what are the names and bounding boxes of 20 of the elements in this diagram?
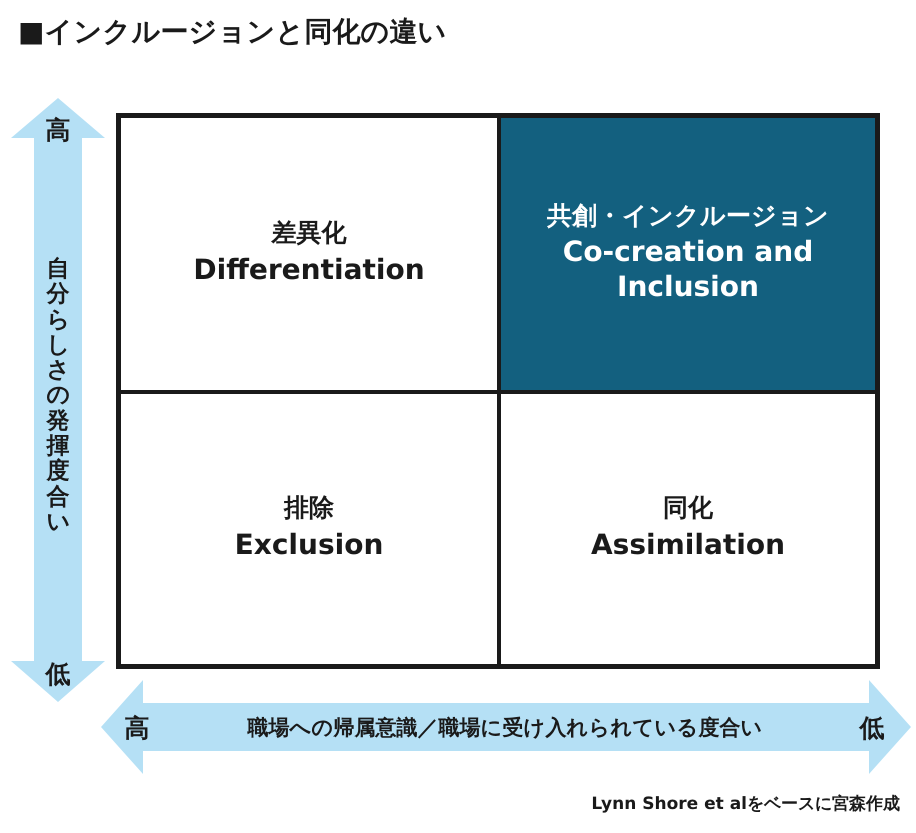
quadrant-title: 排除 xyxy=(284,492,334,524)
axis-end-label: 高 xyxy=(124,716,150,740)
quadrant-title: 差異化 xyxy=(272,217,346,249)
quadrant-box xyxy=(116,392,499,669)
quadrant-translation: Assimilation xyxy=(590,528,786,562)
axis-end-label: 低 xyxy=(46,662,70,686)
axis-title: 職場への帰属意識／職場に受け入れられている度合い xyxy=(248,718,762,738)
quadrant-box xyxy=(499,113,880,392)
diagram-title: ■インクルージョンと同化の違い xyxy=(18,17,446,48)
quadrant-title: 共創・インクルージョン xyxy=(547,200,829,232)
quadrant-translation: Differentiation xyxy=(193,252,425,287)
quadrant-box xyxy=(499,392,880,669)
quadrant-box xyxy=(116,113,499,392)
axis-title: 自分らしさの発揮度合い xyxy=(46,256,70,536)
source-caption: Lynn Shore et alをベースに宮森作成 xyxy=(591,795,900,814)
axis-end-label: 低 xyxy=(860,716,884,740)
axis-end-label: 高 xyxy=(46,118,70,142)
quadrant-title: 同化 xyxy=(663,492,713,524)
quadrant-translation: Co-creation and Inclusion xyxy=(562,235,814,304)
quadrant-translation: Exclusion xyxy=(234,528,384,562)
